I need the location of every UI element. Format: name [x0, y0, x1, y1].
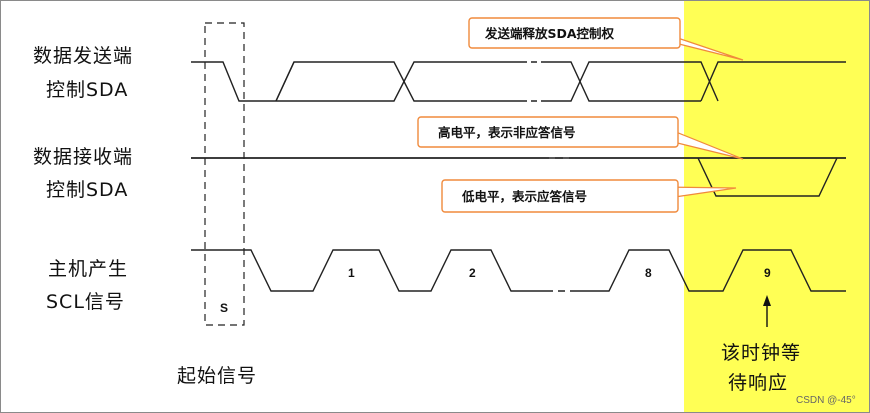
scl-label-line1: 主机产生	[48, 258, 128, 280]
rx-label-line2: 控制SDA	[46, 179, 128, 201]
scl-waveform	[191, 249, 846, 292]
callout-release: 发送端释放SDA控制权	[468, 17, 744, 61]
scl-label-line2: SCL信号	[46, 291, 125, 313]
start-condition-box	[204, 22, 245, 326]
rx-label-line1: 数据接收端	[33, 146, 133, 168]
callout-nack: 高电平，表示非应答信号	[417, 116, 744, 160]
scl-bit-2: 2	[469, 266, 476, 280]
callout-ack: 低电平，表示应答信号	[441, 179, 737, 213]
callout-release-text: 发送端释放SDA控制权	[484, 26, 615, 41]
wait-label-line2: 待响应	[728, 372, 788, 394]
tx-label-line2: 控制SDA	[46, 79, 128, 101]
wait-label-line1: 该时钟等	[721, 342, 801, 364]
tx-sda-waveform	[191, 61, 846, 102]
scl-bit-9: 9	[764, 266, 771, 280]
callout-ack-text: 低电平，表示应答信号	[461, 189, 587, 204]
tx-label-line1: 数据发送端	[33, 45, 133, 67]
start-box-label: S	[220, 301, 228, 315]
up-arrow-icon	[763, 295, 771, 327]
scl-bit-8: 8	[645, 266, 652, 280]
callout-nack-text: 高电平，表示非应答信号	[438, 125, 576, 140]
start-signal-label: 起始信号	[177, 365, 257, 387]
scl-bit-1: 1	[348, 266, 355, 280]
watermark: CSDN @-45°	[796, 395, 856, 406]
